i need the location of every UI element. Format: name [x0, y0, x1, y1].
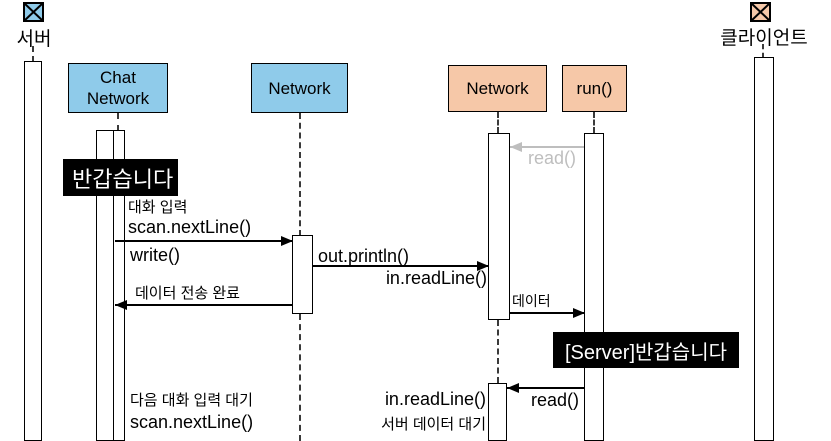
transfer-done-message-label: 데이터 전송 완료 [135, 285, 240, 302]
next-input-wait-label: 다음 대화 입력 대기 [130, 392, 253, 409]
data-arrow [510, 312, 584, 314]
greeting-note: 반갑습니다 [63, 159, 178, 196]
network-left-object-box: Network [251, 63, 348, 113]
network-right-activation-bar [488, 133, 510, 320]
network-left-lifeline-bottom [299, 314, 301, 441]
read-early-message-label: read() [528, 148, 577, 168]
client-activation-bar [754, 57, 774, 441]
chat-network-lifeline [117, 113, 119, 131]
scan-nextline-message-label: scan.nextLine() [128, 217, 252, 237]
server-actor-label: 서버 [16, 29, 52, 50]
network-right-object-box: Network [448, 65, 547, 112]
read-early-arrow [510, 146, 584, 148]
write-message-label: write() [130, 245, 180, 265]
network-left-lifeline-top [299, 113, 301, 236]
server-data-wait-label: 서버 데이터 대기 [381, 416, 486, 433]
run-activation-bar [584, 133, 604, 441]
run-label: run() [576, 79, 613, 98]
network-left-label: Network [268, 78, 331, 98]
server-greeting-note: [Server]반갑습니다 [553, 332, 739, 368]
transfer-done-arrow [115, 304, 292, 306]
in-readline-message-label: in.readLine() [385, 268, 487, 288]
chat-input-note-label: 대화 입력 [128, 199, 188, 216]
run-object-box: run() [562, 65, 627, 112]
server-activation-bar [24, 61, 42, 441]
network-left-activation-bar [292, 235, 313, 314]
in-readline-2-label: in.readLine() [384, 389, 486, 409]
data-message-label: 데이터 [512, 293, 551, 309]
network-right-lifeline-top [497, 112, 499, 133]
client-actor-label: 클라이언트 [720, 28, 808, 49]
read-early-arrow-head [510, 142, 522, 152]
scan-nextline-arrow [115, 240, 292, 242]
server-greeting-note-label: [Server]반갑습니다 [564, 341, 728, 364]
client-boundary-icon [750, 2, 771, 22]
out-println-arrow-head [477, 261, 489, 271]
network-right-lifeline-mid [497, 320, 499, 383]
chat-network-object-box: Chat Network [68, 63, 168, 113]
read-late-arrow-head [507, 383, 519, 393]
read-late-message-label: read() [531, 390, 580, 410]
run-lifeline [593, 112, 595, 133]
server-lifeline [32, 46, 34, 62]
transfer-done-arrow-head [115, 300, 127, 310]
network-right-label: Network [466, 79, 529, 98]
out-println-message-label: out.println() [318, 246, 410, 266]
client-lifeline [762, 44, 764, 58]
scan-nextline-2-label: scan.nextLine() [130, 412, 254, 432]
chat-network-label-line1: Chat [100, 68, 136, 87]
out-println-arrow [313, 265, 488, 267]
scan-nextline-arrow-head [281, 236, 293, 246]
chat-network-label-line2: Network [86, 89, 150, 108]
greeting-note-label: 반갑습니다 [72, 166, 174, 192]
read-late-arrow [507, 387, 584, 389]
network-right-activation-bar-2 [488, 383, 507, 441]
data-arrow-head [573, 308, 585, 318]
server-boundary-icon [23, 2, 44, 22]
